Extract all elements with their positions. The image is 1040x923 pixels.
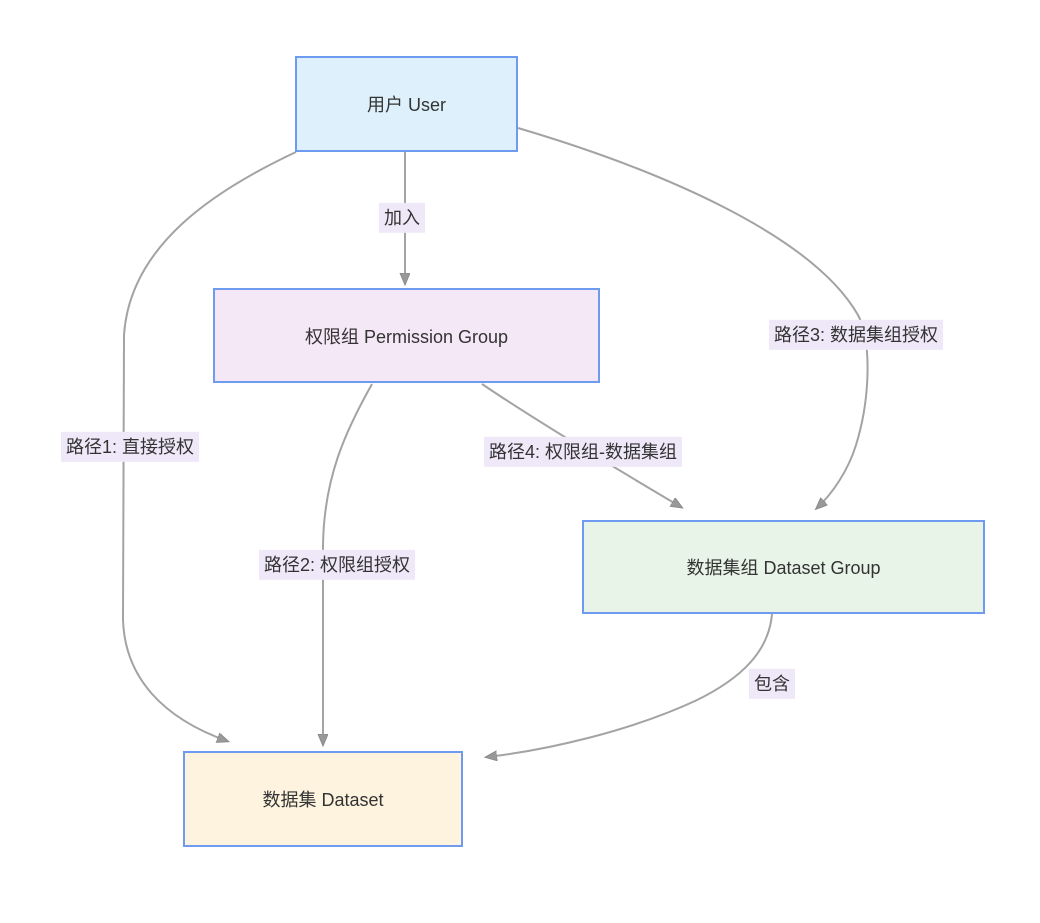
node-dataset-label: 数据集 Dataset — [262, 790, 384, 810]
node-user: 用户 User — [295, 56, 518, 152]
node-permission-group: 权限组 Permission Group — [213, 288, 600, 383]
edge-label-path1-direct-grant: 路径1: 直接授权 — [60, 431, 200, 463]
edge-label-contains: 包含 — [749, 668, 795, 700]
node-dataset-group: 数据集组 Dataset Group — [582, 520, 985, 614]
node-permission-group-label: 权限组 Permission Group — [304, 326, 509, 347]
node-dataset-group-label: 数据集组 Dataset Group — [686, 558, 881, 578]
edge-label-path2-permission-group-grant: 路径2: 权限组授权 — [258, 549, 416, 581]
edge-user-to-dataset-path1 — [121, 151, 297, 741]
edge-label-join: 加入 — [379, 202, 425, 234]
node-dataset: 数据集 Dataset — [183, 751, 463, 847]
edge-user-to-dataset-group-path3 — [517, 127, 869, 508]
edge-permission-group-to-dataset-path2 — [323, 383, 373, 744]
edge-dataset-group-to-dataset-contains — [487, 613, 773, 757]
edge-label-path3-dataset-group-grant: 路径3: 数据集组授权 — [768, 319, 944, 351]
edge-label-path4-permission-group-dataset-group: 路径4: 权限组-数据集组 — [483, 436, 683, 468]
node-user-label: 用户 User — [366, 95, 446, 115]
